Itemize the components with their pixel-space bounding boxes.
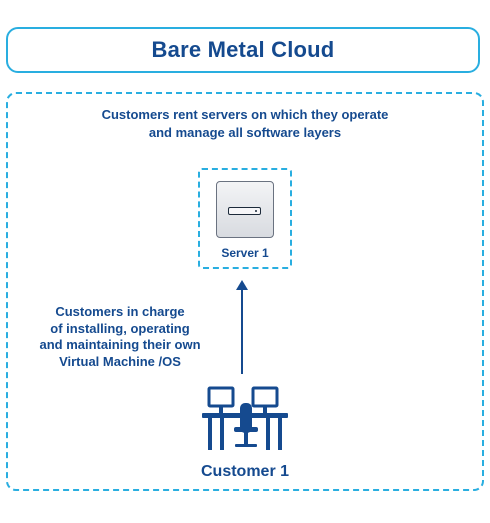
diagram-title: Bare Metal Cloud: [151, 37, 335, 62]
server-icon: [216, 181, 274, 238]
responsibility-line-2: of installing, operating: [50, 320, 190, 336]
title-box: Bare Metal Cloud: [6, 27, 480, 73]
intro-line-2: and manage all software layers: [148, 125, 342, 140]
arrow-up-connector: [236, 280, 248, 374]
server-node: Server 1: [198, 168, 292, 269]
server-label: Server 1: [221, 246, 269, 260]
responsibility-text: Customers in charge of installing, opera…: [30, 304, 210, 370]
intro-text: Customers rent servers on which they ope…: [0, 106, 490, 142]
server-drive-slot: [228, 207, 261, 215]
responsibility-line-4: Virtual Machine /OS: [59, 353, 181, 369]
server-led: [255, 210, 257, 212]
responsibility-line-3: and maintaining their own: [39, 337, 201, 352]
intro-line-1: Customers rent servers on which they ope…: [101, 107, 389, 122]
responsibility-line-1: Customers in charge: [55, 304, 185, 319]
customer-label: Customer 1: [200, 463, 290, 480]
workstation-icon: [202, 386, 288, 450]
bare-metal-region: [6, 92, 484, 491]
